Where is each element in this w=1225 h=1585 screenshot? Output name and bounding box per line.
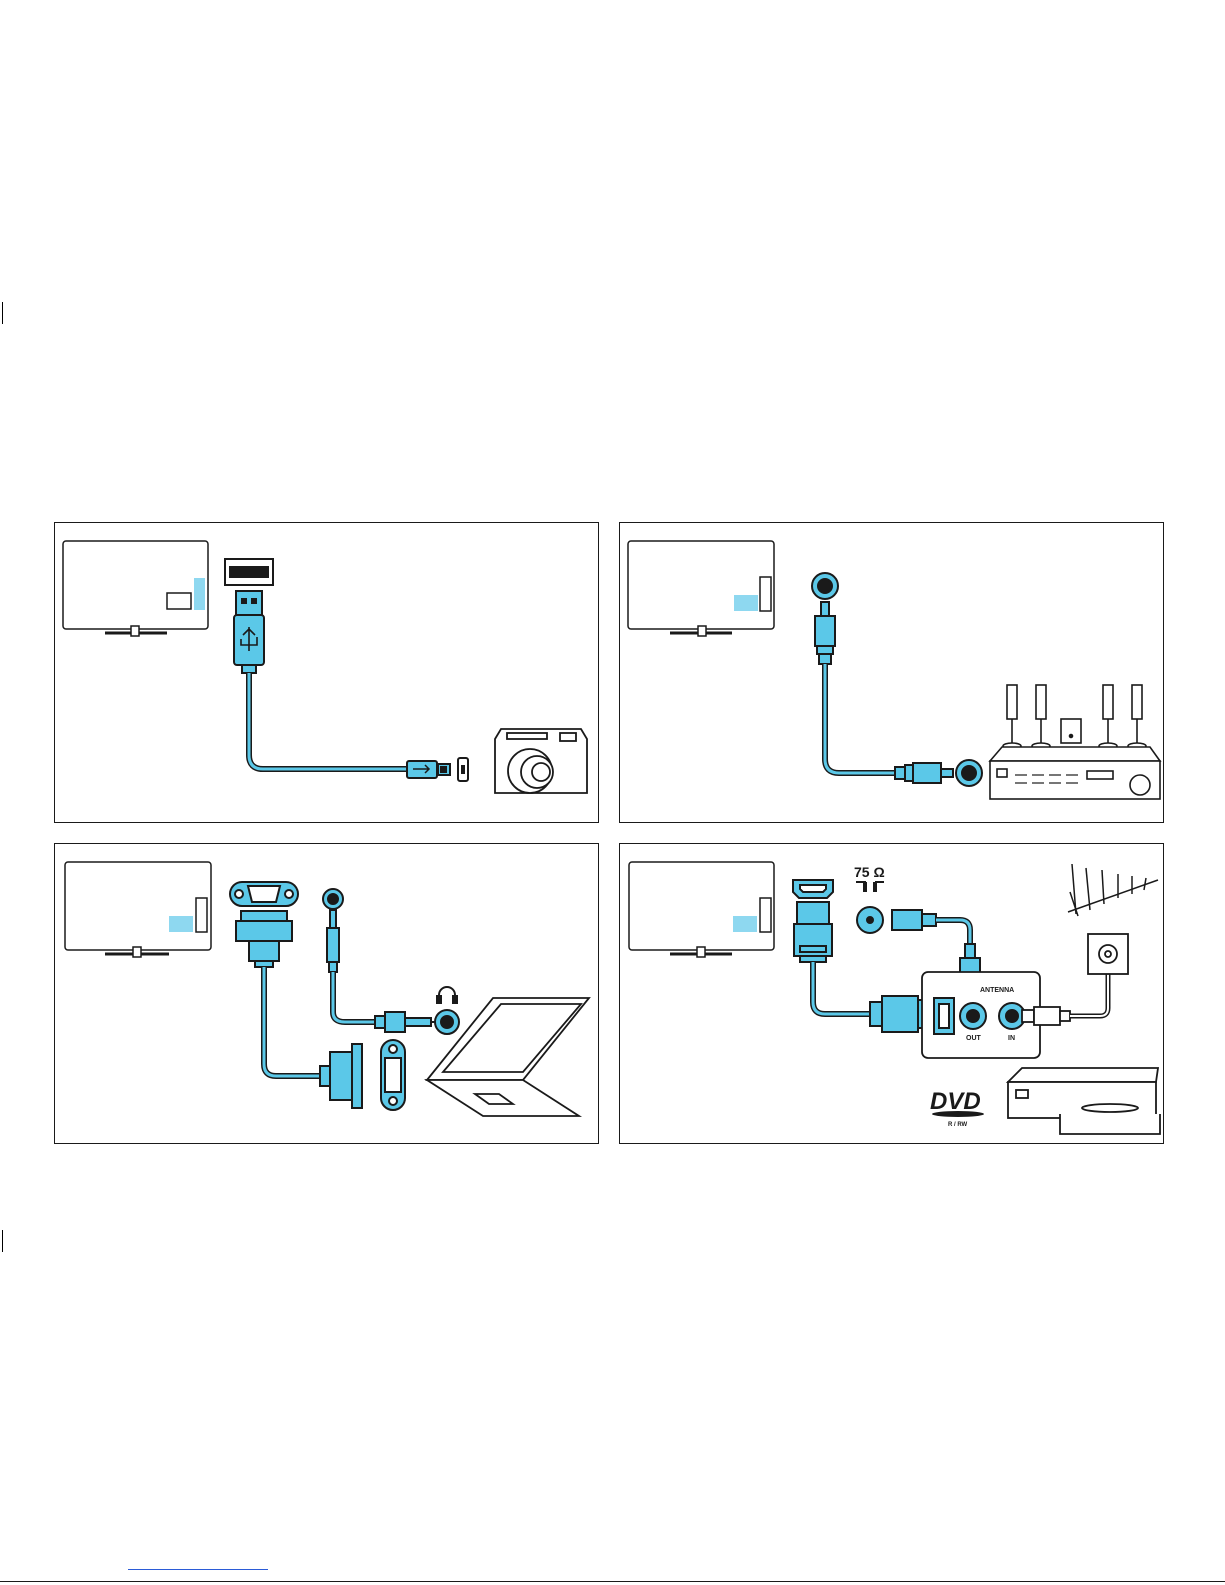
usb-port-icon bbox=[225, 559, 273, 585]
headphone-jack-icon bbox=[435, 1010, 459, 1034]
hdmi-port-icon bbox=[793, 880, 833, 898]
audio-jack-icon bbox=[375, 1012, 437, 1032]
usb-cable bbox=[249, 673, 407, 769]
coax-symbol-icon bbox=[856, 882, 884, 892]
panel-vga-laptop bbox=[54, 843, 599, 1144]
rca-jack-icon bbox=[956, 760, 982, 786]
coax-in-port-icon bbox=[999, 1003, 1025, 1029]
footer-link-underline[interactable] bbox=[128, 1569, 268, 1570]
panel-hdmi-antenna-dvd: 75 Ω ANTENNA OUT bbox=[619, 843, 1164, 1144]
vga-port-icon bbox=[381, 1040, 405, 1110]
rca-plug-icon bbox=[895, 763, 953, 783]
tv-icon bbox=[628, 541, 774, 636]
antenna-icon bbox=[1068, 864, 1158, 916]
dvd-logo-icon: DVD R / RW bbox=[930, 1088, 984, 1128]
tv-icon bbox=[63, 541, 208, 636]
tv-icon bbox=[629, 862, 774, 957]
rca-jack-icon bbox=[812, 573, 838, 599]
svg-text:DVD: DVD bbox=[930, 1088, 981, 1115]
hdmi-cable bbox=[813, 962, 870, 1014]
micro-usb-plug-icon bbox=[407, 758, 468, 781]
tv-icon bbox=[65, 862, 211, 957]
dvd-logo-sub: R / RW bbox=[948, 1122, 968, 1128]
dvd-recorder-icon bbox=[1008, 1068, 1160, 1134]
headphone-icon bbox=[437, 987, 457, 1003]
audio-cable bbox=[825, 664, 895, 773]
camera-icon bbox=[495, 729, 587, 793]
coax-port-icon bbox=[857, 907, 883, 933]
coax-plug-icon bbox=[1022, 1007, 1070, 1025]
coax-out-port-icon bbox=[960, 1003, 986, 1029]
panel-audio-receiver bbox=[619, 522, 1164, 823]
hdmi-plug-icon bbox=[794, 902, 832, 962]
crop-mark-top bbox=[2, 302, 3, 324]
subwoofer-icon bbox=[1061, 719, 1081, 743]
impedance-label: 75 Ω bbox=[854, 864, 885, 880]
wall-cable bbox=[1070, 968, 1108, 1016]
out-label: OUT bbox=[966, 1035, 982, 1042]
audio-jack-icon bbox=[323, 889, 343, 972]
hdmi-port-icon bbox=[934, 998, 954, 1034]
wall-socket-icon bbox=[1088, 934, 1128, 974]
vga-port-icon bbox=[230, 882, 298, 906]
crop-mark-bottom bbox=[2, 1230, 3, 1252]
hdmi-plug-icon bbox=[870, 996, 926, 1032]
panel-usb-camera bbox=[54, 522, 599, 823]
antenna-label: ANTENNA bbox=[980, 987, 1014, 994]
in-label: IN bbox=[1008, 1035, 1015, 1042]
vga-plug-icon bbox=[320, 1044, 362, 1108]
vga-cable bbox=[264, 967, 320, 1076]
av-receiver-icon bbox=[990, 747, 1160, 799]
audio-cable bbox=[333, 972, 375, 1022]
antenna-cable bbox=[936, 920, 970, 944]
coax-plug-icon bbox=[892, 910, 936, 930]
vga-plug-icon bbox=[236, 911, 292, 967]
page-bottom-rule bbox=[0, 1581, 1225, 1582]
rca-plug-icon bbox=[815, 602, 835, 664]
usb-plug-icon bbox=[234, 591, 264, 673]
